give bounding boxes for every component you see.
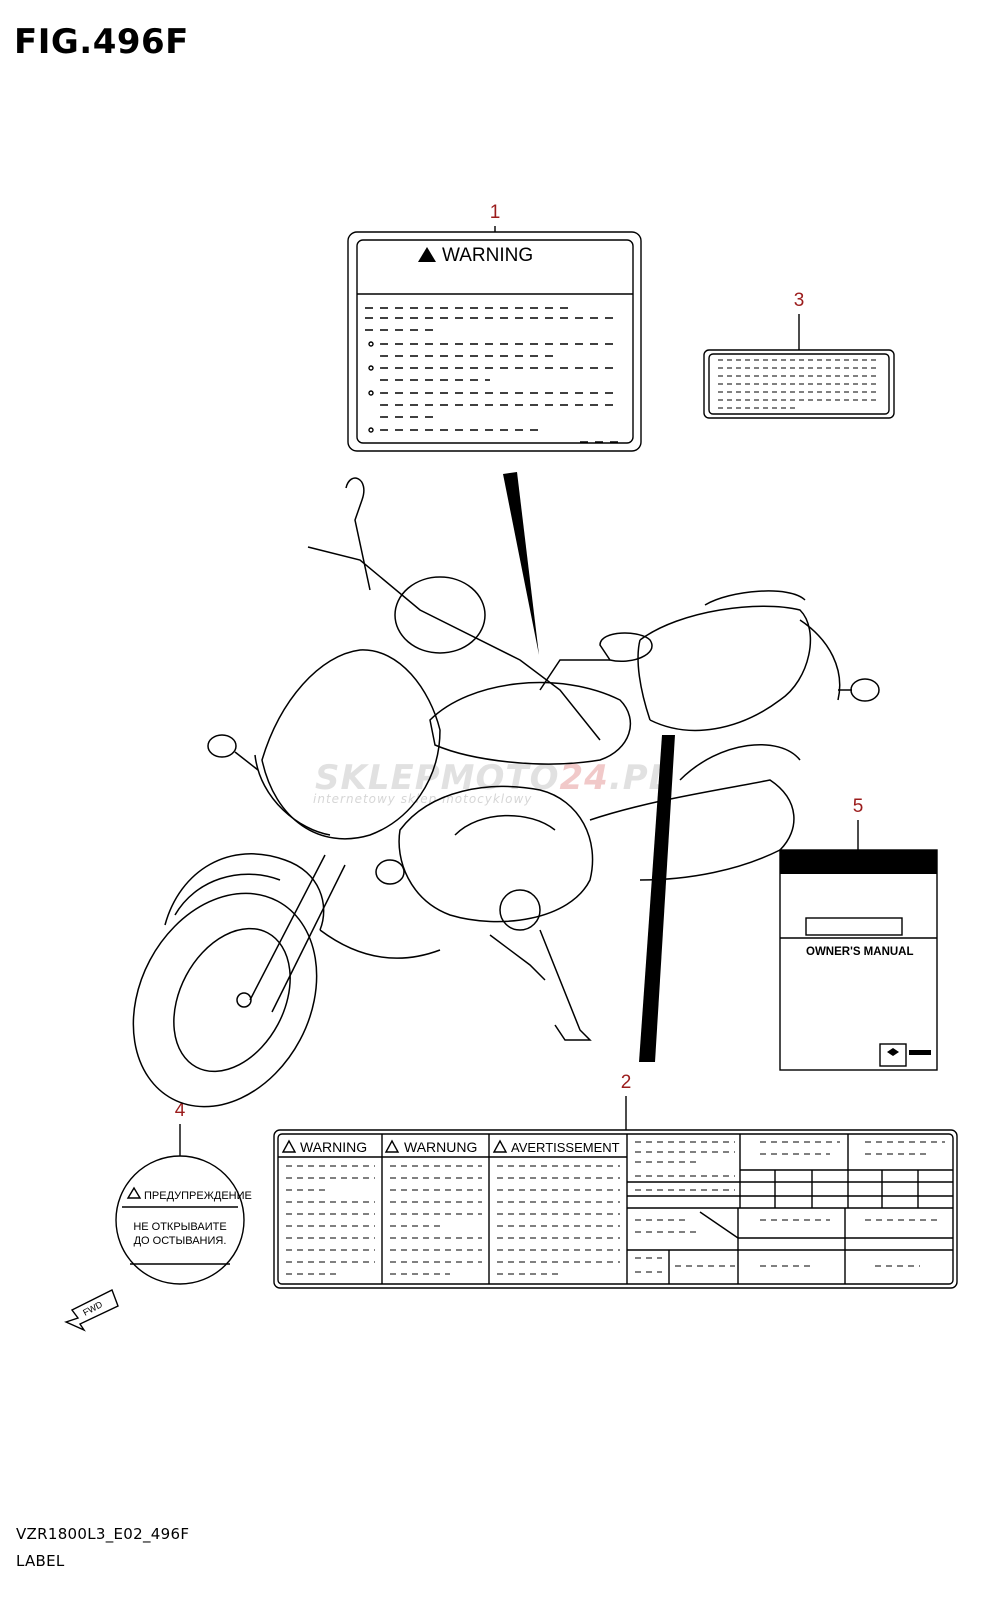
- front-wheel: [132, 892, 318, 1108]
- callout-5[interactable]: 5: [852, 796, 864, 817]
- model-code: VZR1800L3_E02_496F: [16, 1525, 190, 1543]
- callout-3[interactable]: 3: [793, 290, 805, 311]
- watermark-tagline: internetowy sklep motocyklowy: [313, 792, 533, 806]
- callout-4[interactable]: 4: [174, 1100, 186, 1121]
- callout-1[interactable]: 1: [489, 202, 501, 223]
- label2-heading-de: WARNUNG: [404, 1139, 477, 1155]
- warning-label[interactable]: WARNING: [347, 231, 642, 452]
- owners-manual-title: OWNER'S MANUAL: [806, 946, 914, 958]
- engine: [398, 785, 594, 923]
- small-info-label[interactable]: [703, 349, 895, 419]
- headlight-cowl: [261, 649, 441, 840]
- label2-heading-fr: AVERTISSEMENT: [511, 1140, 620, 1155]
- label2-heading-en: WARNING: [300, 1139, 367, 1155]
- russian-label-heading: ПРЕДУПРЕЖДЕНИЕ: [144, 1190, 252, 1202]
- russian-caution-label[interactable]: ПРЕДУПРЕЖДЕНИЕ НЕ ОТКРЫВАИТЕ ДО ОСТЫВАНИ…: [115, 1155, 252, 1285]
- instrument-pod: [394, 576, 486, 654]
- figure-title: FIG.496F: [14, 22, 189, 62]
- pointer-label-1: [503, 472, 539, 655]
- pointer-label-2: [639, 735, 675, 1062]
- callout-2[interactable]: 2: [620, 1072, 632, 1093]
- fuel-tank: [429, 681, 631, 765]
- owners-manual[interactable]: OWNER'S MANUAL: [779, 849, 938, 1071]
- seat: [639, 605, 812, 732]
- warning-triangle-icon: [418, 247, 436, 262]
- warning-label-heading: WARNING: [442, 245, 533, 266]
- fwd-text: FWD: [81, 1299, 104, 1318]
- fwd-direction-marker: FWD: [64, 1289, 119, 1332]
- multi-language-label[interactable]: WARNING WARNUNG AVERTISSEMENT: [273, 1129, 958, 1289]
- russian-label-line2: ДО ОСТЫВАНИЯ.: [134, 1235, 227, 1247]
- section-name: LABEL: [16, 1552, 65, 1570]
- motorcycle-illustration: [132, 477, 880, 1108]
- suzuki-logo-icon: [887, 1048, 899, 1056]
- russian-label-line1: НЕ ОТКРЫВАИТЕ: [133, 1221, 226, 1233]
- caution-triangle-icon: [126, 1186, 142, 1199]
